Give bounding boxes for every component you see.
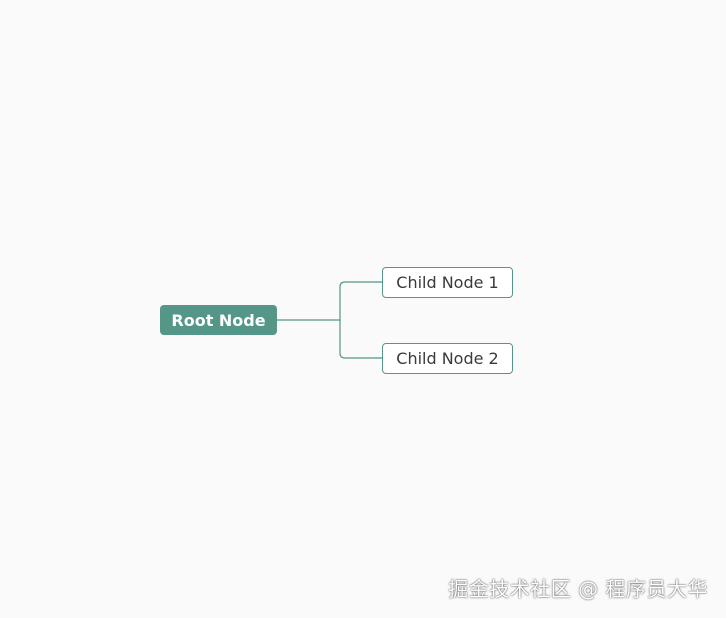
child-node-1-label: Child Node 1 (396, 273, 499, 292)
child-node-2[interactable]: Child Node 2 (382, 343, 513, 374)
connector-root-to-child-1 (277, 281, 382, 321)
child-node-1[interactable]: Child Node 1 (382, 267, 513, 298)
connector-root-to-child-2 (339, 320, 382, 359)
root-node[interactable]: Root Node (160, 305, 277, 335)
child-node-2-label: Child Node 2 (396, 349, 499, 368)
watermark-text: 掘金技术社区 @ 程序员大华 (448, 577, 708, 601)
root-node-label: Root Node (171, 310, 266, 330)
